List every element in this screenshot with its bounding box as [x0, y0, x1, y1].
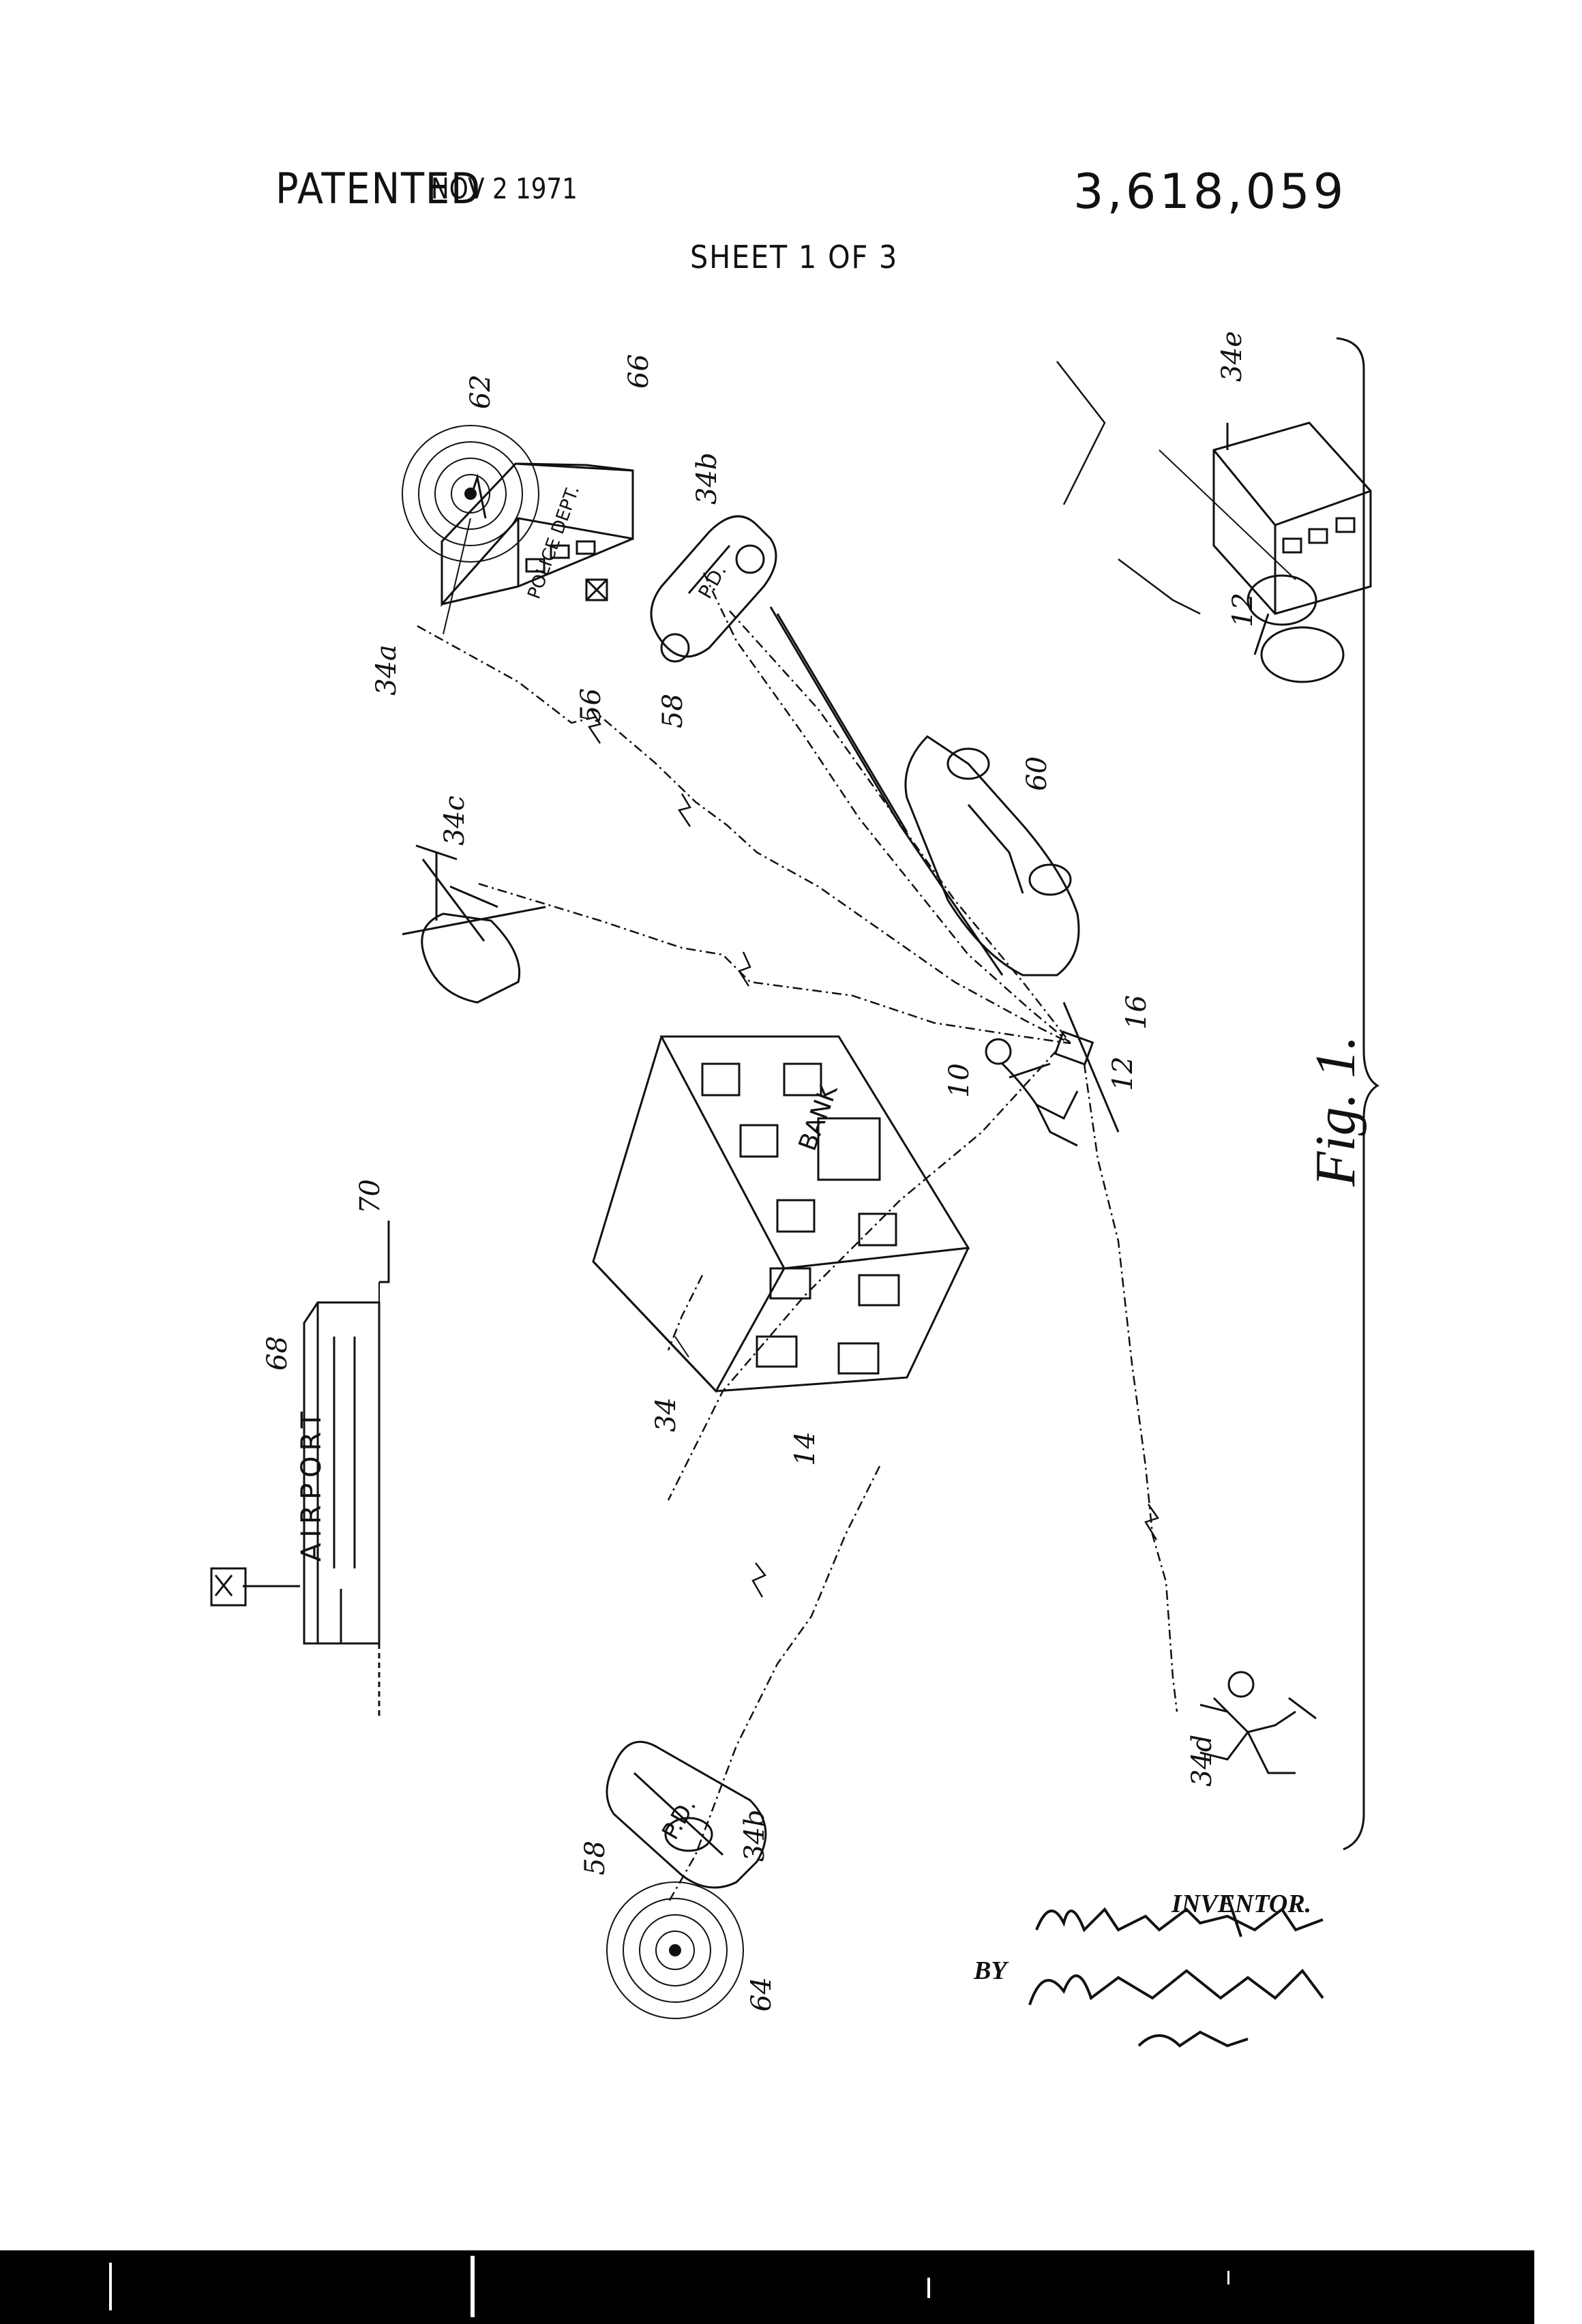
label-34: 34: [651, 1397, 682, 1432]
label-56: 56: [576, 688, 607, 723]
person-right-12: [1248, 576, 1343, 682]
label-64: 64: [746, 1977, 777, 2012]
label-34c: 34c: [439, 796, 471, 846]
concentric-antenna-64: [607, 1882, 743, 2018]
airport-sign: AIRPORT: [296, 1406, 327, 1562]
by-label: BY: [974, 1956, 1007, 1986]
reference-labels: 62 66 34a 34b 56 58 34e 12 60 34c 16 12 …: [262, 331, 1259, 2012]
label-68: 68: [262, 1336, 293, 1371]
bank-sign: BANK: [794, 1080, 844, 1154]
label-34a: 34a: [371, 644, 402, 696]
label-12: 12: [1107, 1056, 1139, 1091]
radio-links: [417, 573, 1177, 1903]
label-66: 66: [623, 354, 655, 389]
police-dept-sign: POLICE DEPT.: [524, 483, 584, 601]
label-58-bottom: 58: [580, 1841, 611, 1875]
label-58-top: 58: [657, 694, 689, 728]
police-building-right: [1214, 423, 1371, 614]
label-34e: 34e: [1217, 331, 1248, 382]
label-70: 70: [355, 1179, 386, 1214]
label-34b-top: 34b: [691, 452, 723, 505]
signal-zigzags: [589, 711, 1158, 1597]
road-lines: [771, 361, 1296, 1132]
label-60: 60: [1021, 756, 1053, 791]
inventor-label: INVENTOR.: [1171, 1889, 1311, 1919]
label-16: 16: [1121, 995, 1152, 1030]
label-62: 62: [465, 374, 496, 409]
figure-caption: Fig. 1.: [1304, 1035, 1367, 1187]
label-12-right: 12: [1227, 593, 1259, 627]
label-34b-bottom: 34b: [739, 1809, 771, 1862]
label-14: 14: [790, 1431, 821, 1466]
label-10: 10: [944, 1063, 975, 1098]
pd-car-top-sign: P.D.: [693, 561, 731, 602]
scan-edge-band: [0, 2250, 1534, 2324]
bank-building: [593, 1037, 968, 1391]
signature-attorney: [1030, 1971, 1323, 2046]
label-34d: 34d: [1186, 1734, 1218, 1787]
robber-figure-10: [986, 1032, 1092, 1146]
helicopter-34c: [402, 846, 546, 1002]
